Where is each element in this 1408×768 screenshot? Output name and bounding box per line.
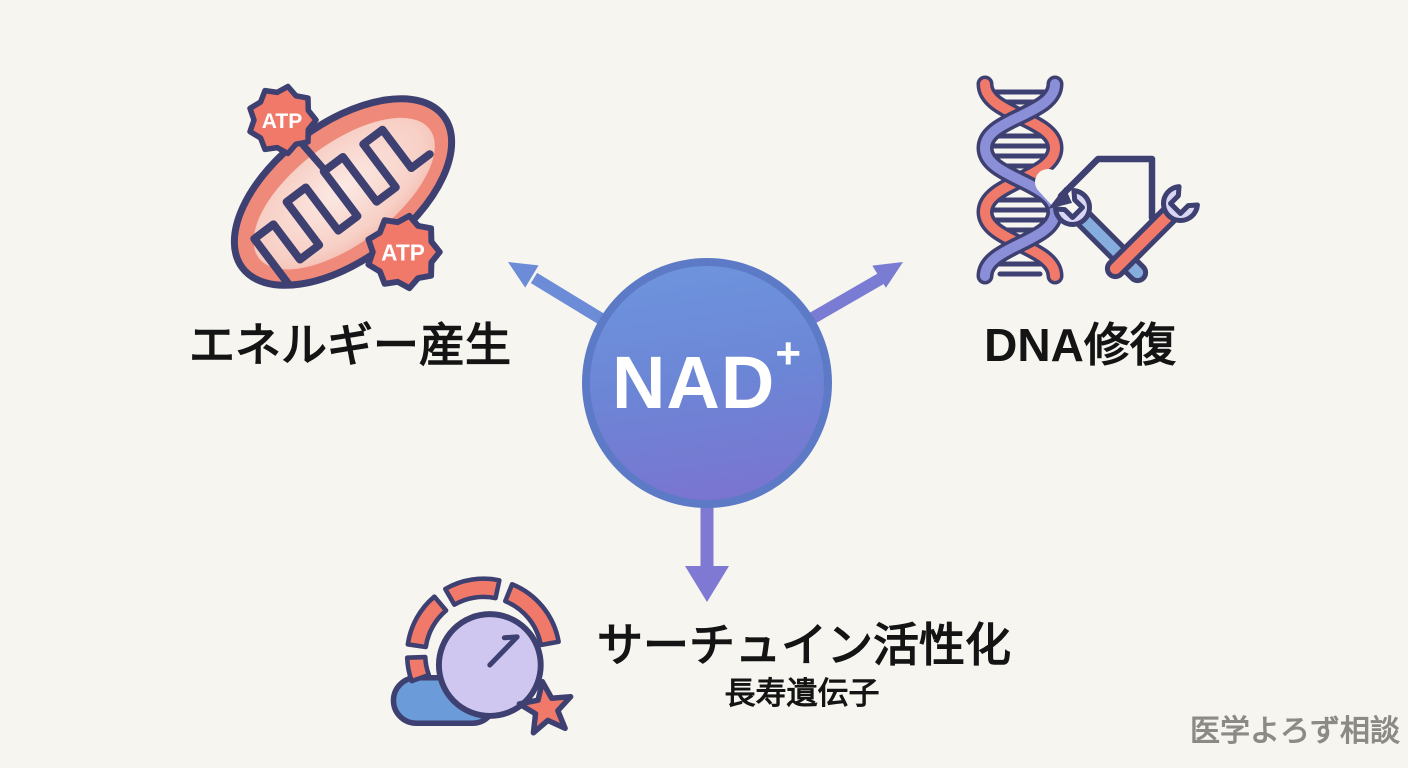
dna-strand-blue <box>976 75 1064 285</box>
nad-superscript: + <box>775 329 803 378</box>
repair-arrow <box>1048 155 1156 222</box>
nad-label: NAD+ <box>611 329 803 424</box>
atp-connector-line <box>299 141 327 172</box>
nad-center-node: NAD+ <box>582 258 832 508</box>
dna-repair-label: DNA修復 <box>984 319 1176 371</box>
gauge-needle <box>487 634 520 668</box>
sirtuin-sublabel: 長寿遺伝子 <box>724 676 880 711</box>
cristae-lines <box>250 125 434 288</box>
atp-badge-label: ATP <box>262 110 302 133</box>
sirtuin-label: サーチュイン活性化 <box>597 619 1011 671</box>
arrow-to-dna-repair <box>807 262 903 325</box>
watermark: 医学よろず相談 <box>1190 715 1400 748</box>
mitochondria-icon: ATP ATP <box>230 83 456 292</box>
gauge-icon <box>390 576 574 736</box>
arrow-to-energy <box>508 262 607 326</box>
arrow-to-sirtuin <box>685 502 729 602</box>
energy-label: エネルギー産生 <box>189 319 511 371</box>
dna-repair-icon <box>976 75 1200 285</box>
mitochondria-body <box>230 95 456 289</box>
star-icon <box>516 678 574 736</box>
atp-badge: ATP <box>365 212 443 292</box>
wrench-coral-icon <box>1104 184 1200 280</box>
atp-badge: ATP <box>247 83 319 157</box>
atp-badge-label: ATP <box>381 240 425 266</box>
gauge-arc-segments <box>404 576 561 684</box>
